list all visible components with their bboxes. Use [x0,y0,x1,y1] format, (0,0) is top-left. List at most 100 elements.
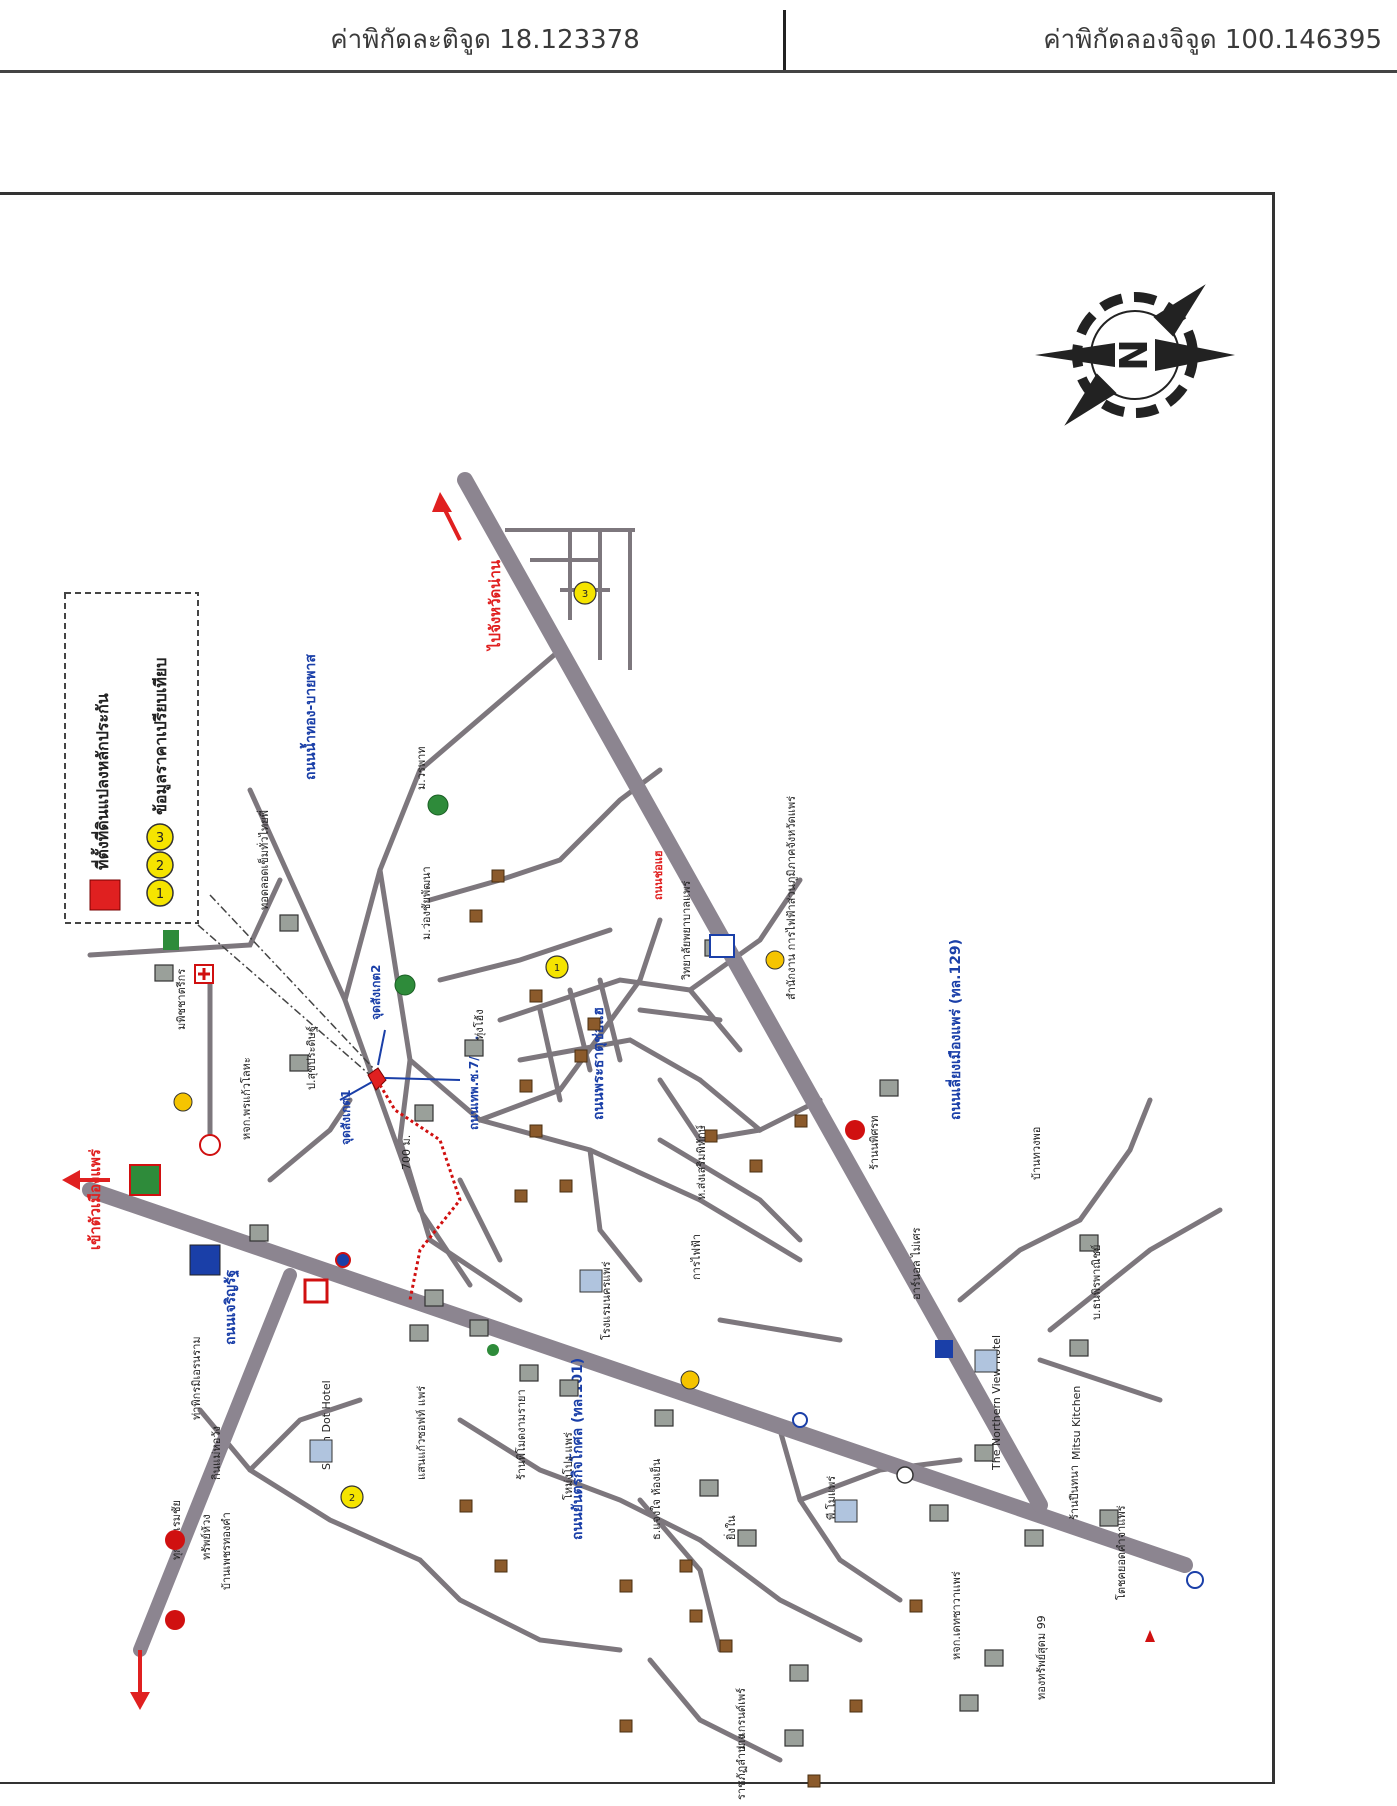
house-icon [849,1699,863,1713]
building-icon [789,1664,809,1682]
label-plot2: จุดสังเกต2 [369,964,384,1020]
label-nam-tong: ถนนน้ำทอง-บายพาส [299,654,319,780]
tree-icons [394,794,449,996]
comparison-marker-3 [573,581,597,605]
road-minor-j [657,1077,763,1143]
building-icon [699,1479,719,1497]
road-minor-h [517,1037,703,1083]
building-icon [464,1039,484,1057]
place-label: ร้านพิโมดงามรายา [514,1389,528,1480]
legend-red-square [89,879,121,911]
place-label: ทรัพย์ห้วง [200,1514,213,1560]
subject-plot-marker [367,1067,387,1091]
road-minor-v [247,1397,363,1473]
major-roads [82,472,1193,1573]
road-minor-z [697,1537,863,1643]
place-label-chor-hae: ถนนช่อแฮ [652,850,665,900]
emblem-icon [173,1092,193,1112]
road-minor-l [697,1077,823,1133]
building-icon [249,1224,269,1242]
legend: ที่ตั้งที่ดินแปลงหลักประกัน 1 2 3 ข้อมูล… [64,592,199,924]
road-minor-i [587,1147,643,1283]
latitude-label: ค่าพิกัดละติจูด 18.123378 [330,25,640,55]
bank-icon [935,1340,953,1358]
legend-circle-3-num: 3 [156,831,164,846]
building-icon [424,1289,444,1307]
bank-logo-icon [303,1278,329,1304]
road-minor-w [417,1557,623,1653]
legend-yellow-circles: 1 2 3 [146,823,174,907]
building-icon [154,964,174,982]
shop-logo-icon [129,1164,161,1196]
comparison-marker-1-num: 1 [554,963,560,974]
tree-icon [427,794,449,816]
legend-circle-2-num: 2 [156,859,164,874]
building-icon [984,1649,1004,1667]
place-label: หจก.พรแก้วโลหะ [239,1057,253,1140]
place-label: บ.ธนพิรพาณิชย์ [1090,1245,1103,1320]
gas-station-icon [845,1120,865,1140]
building-icon [414,1104,434,1122]
building-icon [469,1319,489,1337]
house-icon [574,1049,588,1063]
nursing-college-icon [709,934,735,958]
road-minor-e [427,767,663,903]
road-minor-nam-tong [342,647,563,1003]
direction-labels: ไปจังหวัดน่าน เข้าตัวเมืองแพร่ [86,559,504,1250]
house-icon [679,1559,693,1573]
house-icons [459,869,923,1788]
label-chor-hae: ถนนพระธาตุช่อแฮ [591,1007,607,1120]
road-minor-c [397,1057,523,1303]
compass-pointer-diag [1153,284,1206,337]
esso-icon [1186,1571,1204,1589]
house-icon [529,989,543,1003]
comparison-marker-2-num: 2 [349,1493,355,1504]
label-distance: 700 ม. [400,1135,413,1170]
legend-circle-3 [146,823,174,851]
place-label: บ้านเพชรทองคำ [220,1512,233,1590]
place-label: ป.สุขประดิษฐ์ [305,1026,318,1090]
landmark-leader [384,1077,461,1081]
hospital-cross-mark [198,968,210,980]
place-label: แสนแก้วซอฟท์ แพร่ [415,1386,428,1480]
house-icon [704,1129,718,1143]
electricity-icon [765,950,785,970]
building-icon [1024,1529,1044,1547]
seven-eleven-icon [163,930,179,950]
place-label: ทอดลอดเข็มทั่วไทยพี่ [256,810,271,910]
house-icon [519,1079,533,1093]
compass-pointer-diag2 [1064,373,1117,426]
comparison-marker-1 [545,955,569,979]
route-dotted-line [378,1084,462,1301]
legend-comparison-label: ข้อมูลราคาเปรียบเทียบ [151,658,172,815]
road-minor-af [957,1217,1083,1303]
road-minor-m [697,1197,803,1263]
building-icon [1069,1339,1089,1357]
road-minor-n [637,1007,723,1023]
road-minor-t [717,1317,843,1343]
legend-circle-1-num: 1 [156,887,164,902]
building-icon [409,1324,429,1342]
place-label: ราชภัฏลำปาง [735,1734,748,1800]
place-label: ทุกจงแรมชัย [170,1500,183,1560]
house-icon [559,1179,573,1193]
place-label: ร้านปืนทนา [1068,1465,1081,1520]
road-minor-aj [267,1097,353,1183]
road-minor-aa [637,1497,723,1653]
road-minor-ai [87,877,283,958]
house-icon [719,1639,733,1653]
map-frame [0,192,1275,1784]
building-icons [154,914,1119,1747]
building-icon [974,1444,994,1462]
compass-pointer-east [1155,339,1235,371]
road-minor-q [597,977,623,1063]
hotel-building-icon [974,1349,998,1373]
north-arrow-icon: N [1035,284,1235,426]
place-label: บ้านทวงพอ [1030,1127,1043,1180]
building-icon [737,1529,757,1547]
legend-box [64,592,199,924]
place-label: Mitsu Kitchen [1070,1386,1083,1460]
tree-icon [394,974,416,996]
place-label: ทุ่งโฮ้ง [472,1009,486,1040]
